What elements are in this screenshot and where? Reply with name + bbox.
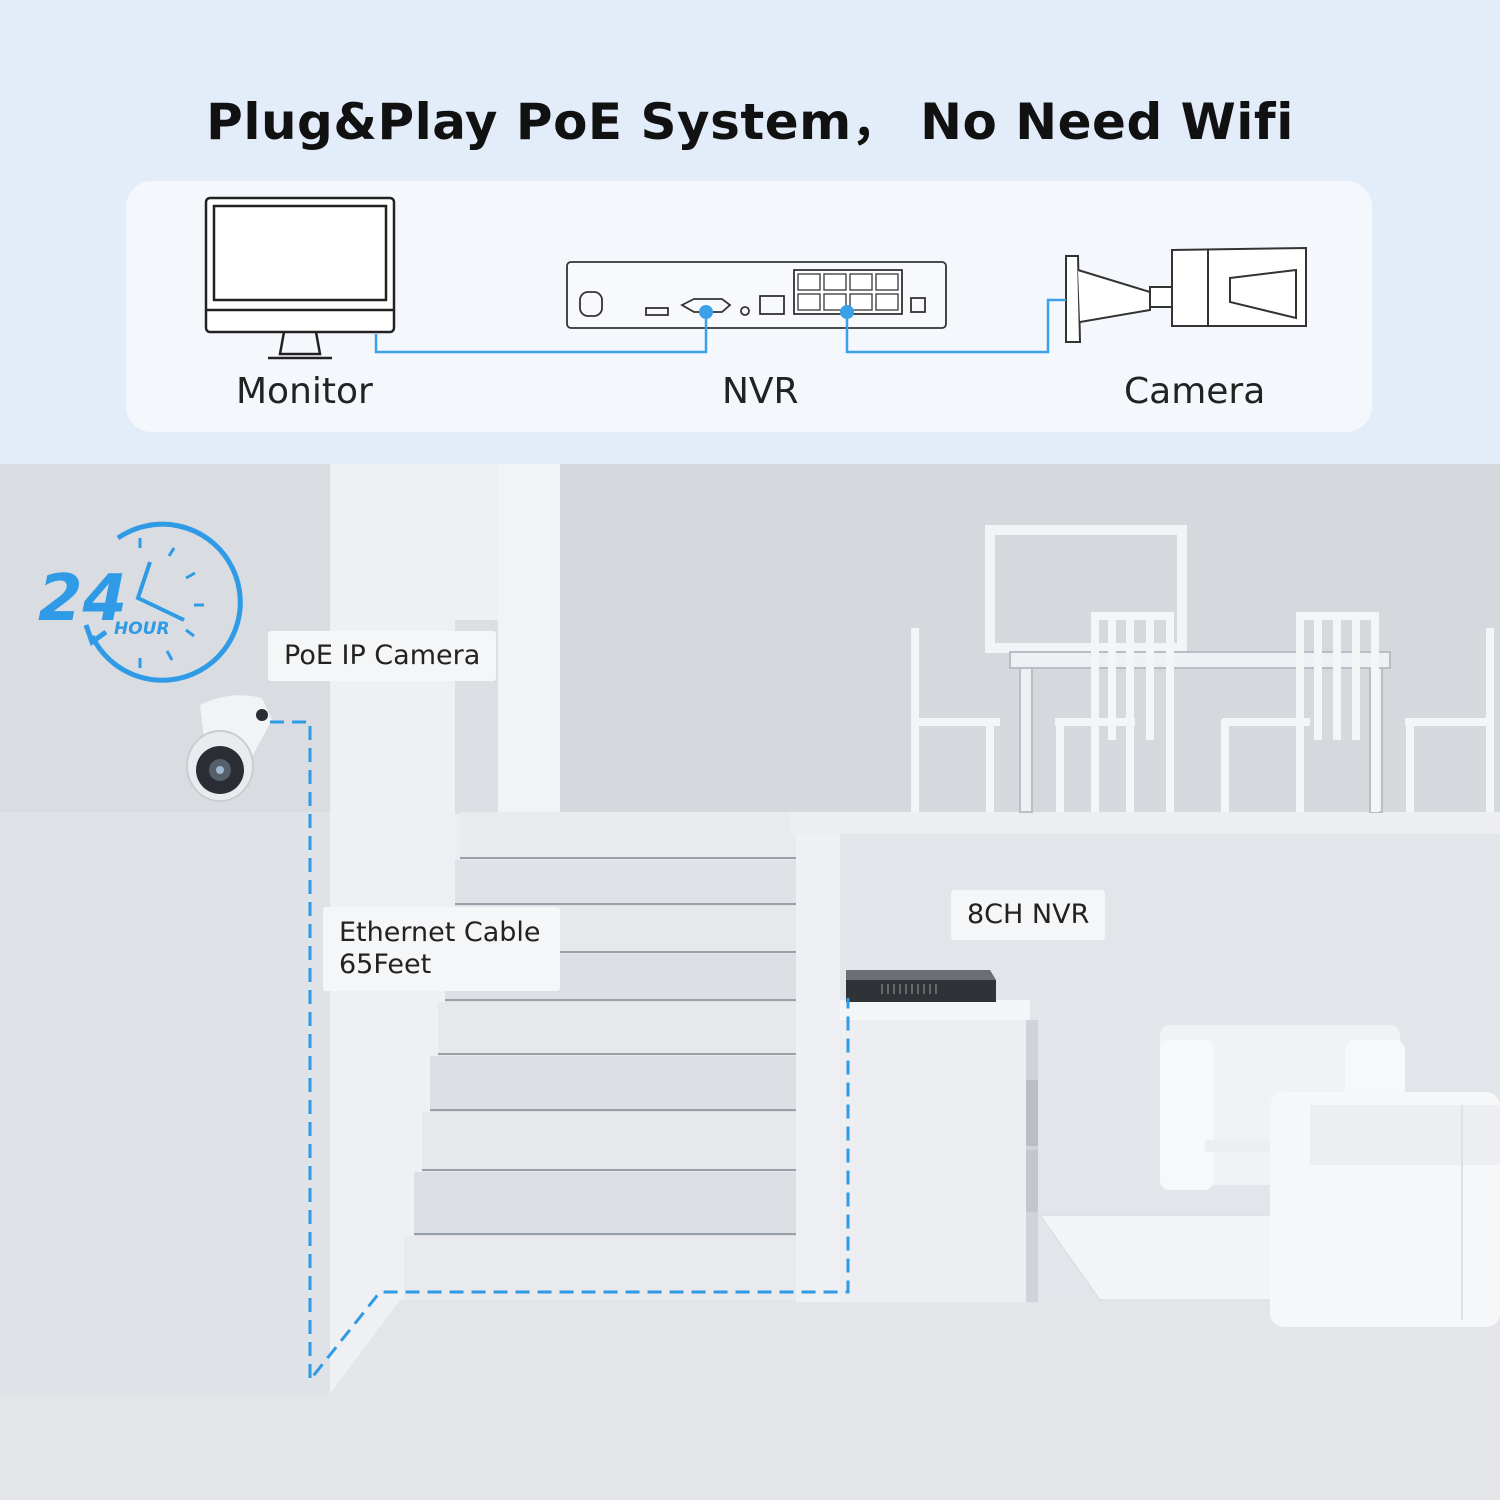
monitor-icon [204,196,396,360]
24-hour-clock-icon [83,521,243,683]
nvr-label: NVR [722,371,799,412]
nvr-cabinet [840,1000,1038,1302]
poe-ip-camera-callout: PoE IP Camera [268,631,497,681]
staircase [404,812,796,1300]
ethernet-cable-callout: Ethernet Cable 65Feet [323,907,560,991]
camera-label: Camera [1124,371,1266,412]
ethernet-cable-callout-line2: 65Feet [339,949,432,980]
nvr-poe-port-dot [840,305,854,319]
ethernet-cable-route [270,720,850,1385]
nvr-vga-port-dot [699,305,713,319]
camera-icon [1065,246,1307,343]
ethernet-cable-callout-line1: Ethernet Cable [339,917,541,948]
monitor-label: Monitor [236,371,373,412]
8ch-nvr-callout: 8CH NVR [951,890,1106,940]
wall-camera-icon [186,695,272,802]
picture-frame [985,525,1187,653]
left-wall-lower [0,812,330,1394]
dining-set [911,612,1494,813]
floor [0,1300,1500,1500]
badge-unit: HOUR [114,619,170,639]
page-title: Plug&Play PoE System， No Need Wifi [206,93,1294,151]
sofa-set [1039,1025,1500,1327]
pillar [498,464,560,814]
divider-wall [796,812,840,1302]
mezzanine-edge [790,812,1500,834]
nvr-device [846,970,996,1002]
badge-number: 24 [38,562,127,636]
connection-diagram [204,196,1307,360]
connection-lines [374,298,1066,354]
